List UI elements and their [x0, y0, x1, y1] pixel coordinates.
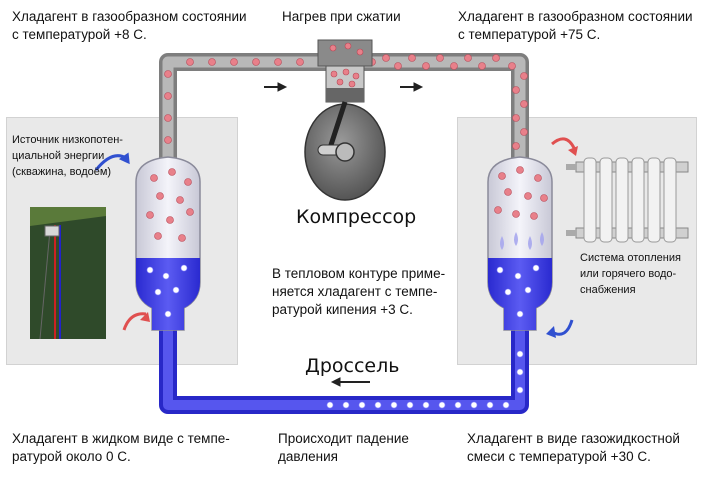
throttle-label: Дроссель: [305, 355, 400, 377]
top-center-label-line1: Нагрев при сжатии: [282, 9, 401, 24]
center-note: В тепловом контуре приме- няется хладаге…: [272, 265, 445, 319]
evaporator-icon: [135, 156, 201, 331]
center-note-line3: ратурой кипения +3 С.: [272, 302, 413, 317]
heating-label-line3: снабжения: [580, 284, 636, 296]
bottom-right-label-line2: смеси с температурой +30 С.: [467, 449, 651, 464]
flow-arrows: [264, 82, 424, 387]
source-label-line3: (скважина, водоём): [12, 166, 112, 178]
heating-label-line2: или горячего водо-: [580, 268, 677, 280]
top-left-label: Хладагент в газообразном состоянии с тем…: [12, 8, 247, 44]
source-label: Источник низкопотен- циальной энергии (с…: [12, 132, 123, 180]
bottom-center-label-line1: Происходит падение: [278, 431, 409, 446]
top-left-label-line2: с температурой +8 С.: [12, 27, 147, 42]
bottom-left-label: Хладагент в жидком виде с темпе- ратурой…: [12, 430, 230, 466]
heating-label-line1: Система отопления: [580, 252, 681, 264]
center-note-line1: В тепловом контуре приме-: [272, 266, 446, 281]
gas-pipe: [159, 53, 529, 160]
well-icon: [30, 207, 106, 340]
compressor-label: Компрессор: [296, 206, 417, 228]
top-right-label: Хладагент в газообразном состоянии с тем…: [458, 8, 693, 44]
compressor-icon: [304, 39, 386, 201]
heat-flow-arrows: [94, 137, 578, 338]
bottom-left-label-line1: Хладагент в жидком виде с темпе-: [12, 431, 230, 446]
source-label-line1: Источник низкопотен-: [12, 134, 123, 146]
liquid-bubbles: [326, 350, 524, 409]
bottom-left-label-line2: ратурой около 0 С.: [12, 449, 131, 464]
bottom-right-label: Хладагент в виде газожидкостной смеси с …: [467, 430, 680, 466]
condenser-icon: [487, 156, 553, 331]
radiator-icon: [566, 157, 689, 243]
top-right-label-line1: Хладагент в газообразном состоянии: [458, 9, 693, 24]
bottom-right-label-line1: Хладагент в виде газожидкостной: [467, 431, 680, 446]
top-left-label-line1: Хладагент в газообразном состоянии: [12, 9, 247, 24]
center-note-line2: няется хладагент с темпе-: [272, 284, 438, 299]
top-center-label: Нагрев при сжатии: [282, 8, 401, 26]
heating-label: Система отопления или горячего водо- сна…: [580, 250, 681, 298]
top-right-label-line2: с температурой +75 С.: [458, 27, 601, 42]
bottom-center-label: Происходит падение давления: [278, 430, 409, 466]
bottom-center-label-line2: давления: [278, 449, 338, 464]
source-label-line2: циальной энергии: [12, 150, 105, 162]
